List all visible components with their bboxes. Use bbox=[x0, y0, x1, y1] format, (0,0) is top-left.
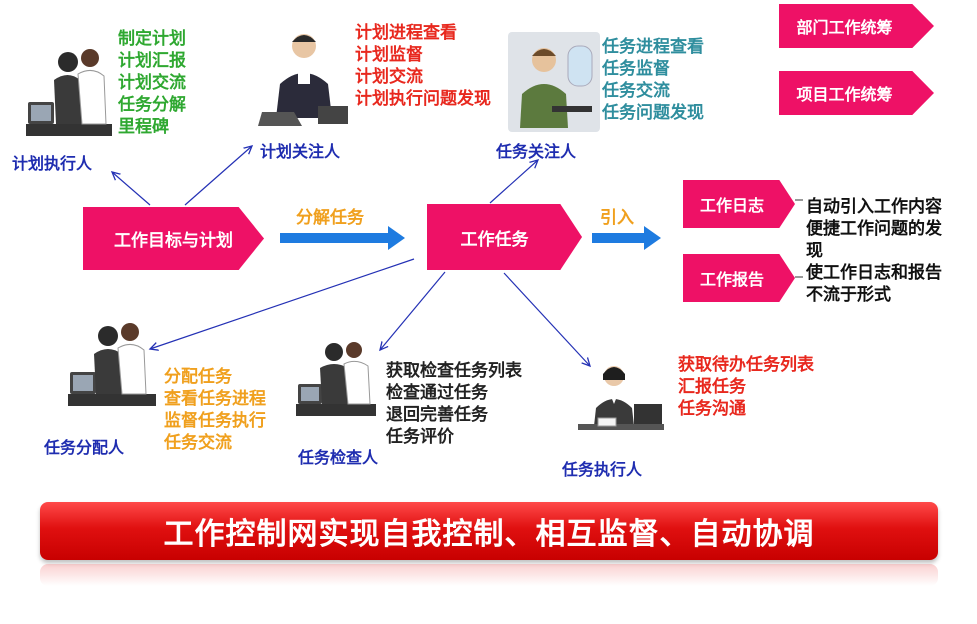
duty-item: 计划执行问题发现 bbox=[355, 89, 491, 109]
plan-follower-role: 计划关注人 bbox=[260, 142, 341, 161]
project-node: 项目工作统筹 bbox=[779, 71, 934, 115]
plan-follower-duties: 计划进程查看 计划监督 计划交流 计划执行问题发现 bbox=[355, 22, 491, 110]
log-node: 工作日志 bbox=[683, 180, 795, 228]
duty-item: 任务进程查看 bbox=[602, 37, 704, 57]
decompose-label: 分解任务 bbox=[296, 208, 364, 228]
duty-item: 计划交流 bbox=[355, 67, 423, 87]
duty-item: 汇报任务 bbox=[678, 377, 746, 397]
line-goal-to-plan-follower bbox=[184, 146, 252, 206]
task-checker-duties: 获取检查任务列表 检查通过任务 退回完善任务 任务评价 bbox=[386, 360, 522, 448]
duty-item: 监督任务执行 bbox=[164, 411, 266, 431]
summary-banner-text: 工作控制网实现自我控制、相互监督、自动协调 bbox=[163, 517, 815, 552]
duty-item: 任务分解 bbox=[118, 95, 186, 115]
duty-item: 退回完善任务 bbox=[386, 405, 488, 425]
desc-line: 使工作日志和报告 bbox=[806, 263, 942, 283]
line-task-to-checker bbox=[380, 271, 446, 350]
task-follower-role: 任务关注人 bbox=[496, 142, 577, 161]
line-task-to-executor bbox=[503, 272, 590, 366]
log-report-description: 自动引入工作内容 便捷工作问题的发 现 使工作日志和报告 不流于形式 bbox=[806, 196, 942, 306]
goal-node: 工作目标与计划 bbox=[83, 207, 264, 270]
task-assigner-duties: 分配任务 查看任务进程 监督任务执行 任务交流 bbox=[164, 366, 266, 454]
task-executor-role: 任务执行人 bbox=[562, 460, 643, 479]
duty-item: 计划进程查看 bbox=[355, 23, 457, 43]
import-arrow bbox=[592, 226, 661, 250]
desc-line: 便捷工作问题的发 bbox=[806, 219, 942, 239]
duty-item: 计划交流 bbox=[118, 73, 186, 93]
project-label: 项目工作统筹 bbox=[796, 85, 893, 104]
desc-line: 不流于形式 bbox=[806, 285, 891, 305]
decompose-arrow bbox=[280, 226, 405, 250]
report-node: 工作报告 bbox=[683, 254, 795, 302]
duty-item: 分配任务 bbox=[164, 367, 232, 387]
log-label: 工作日志 bbox=[699, 196, 764, 215]
plan-executor-duties: 制定计划 计划汇报 计划交流 任务分解 里程碑 bbox=[118, 28, 186, 138]
plan-follower-illustration bbox=[258, 34, 348, 126]
line-task-to-assigner bbox=[150, 258, 415, 349]
task-checker-role: 任务检查人 bbox=[298, 448, 379, 467]
task-assigner-role: 任务分配人 bbox=[44, 438, 125, 457]
duty-item: 任务交流 bbox=[602, 81, 670, 101]
line-goal-to-plan-executor bbox=[112, 172, 151, 206]
desc-line: 现 bbox=[806, 241, 823, 261]
duty-item: 任务评价 bbox=[386, 427, 454, 447]
dept-label: 部门工作统筹 bbox=[796, 18, 893, 37]
dept-node: 部门工作统筹 bbox=[779, 4, 934, 48]
duty-item: 获取检查任务列表 bbox=[386, 361, 522, 381]
duty-item: 里程碑 bbox=[118, 117, 169, 137]
banner-reflection bbox=[40, 564, 938, 586]
duty-item: 检查通过任务 bbox=[386, 383, 488, 403]
goal-label: 工作目标与计划 bbox=[114, 231, 233, 251]
task-follower-duties: 任务进程查看 任务监督 任务交流 任务问题发现 bbox=[602, 36, 704, 124]
task-checker-illustration bbox=[296, 342, 376, 416]
duty-item: 获取待办任务列表 bbox=[678, 355, 814, 375]
summary-banner: 工作控制网实现自我控制、相互监督、自动协调 bbox=[40, 502, 938, 560]
task-executor-duties: 获取待办任务列表 汇报任务 任务沟通 bbox=[678, 354, 814, 420]
import-label: 引入 bbox=[600, 208, 634, 228]
duty-item: 任务交流 bbox=[164, 433, 232, 453]
plan-executor-illustration bbox=[26, 49, 112, 136]
task-label: 工作任务 bbox=[460, 229, 529, 250]
desc-line: 自动引入工作内容 bbox=[806, 197, 942, 217]
duty-item: 计划监督 bbox=[355, 45, 423, 65]
duty-item: 制定计划 bbox=[118, 29, 186, 49]
task-executor-illustration bbox=[578, 366, 664, 430]
line-task-to-task-follower bbox=[489, 160, 538, 204]
duty-item: 查看任务进程 bbox=[164, 389, 266, 409]
plan-executor-role: 计划执行人 bbox=[12, 154, 93, 173]
duty-item: 计划汇报 bbox=[118, 51, 186, 71]
task-node: 工作任务 bbox=[427, 204, 582, 270]
report-label: 工作报告 bbox=[699, 270, 764, 289]
duty-item: 任务问题发现 bbox=[602, 103, 704, 123]
task-assigner-illustration bbox=[68, 323, 156, 406]
task-follower-illustration bbox=[508, 32, 600, 132]
duty-item: 任务监督 bbox=[602, 59, 670, 79]
duty-item: 任务沟通 bbox=[678, 399, 746, 419]
